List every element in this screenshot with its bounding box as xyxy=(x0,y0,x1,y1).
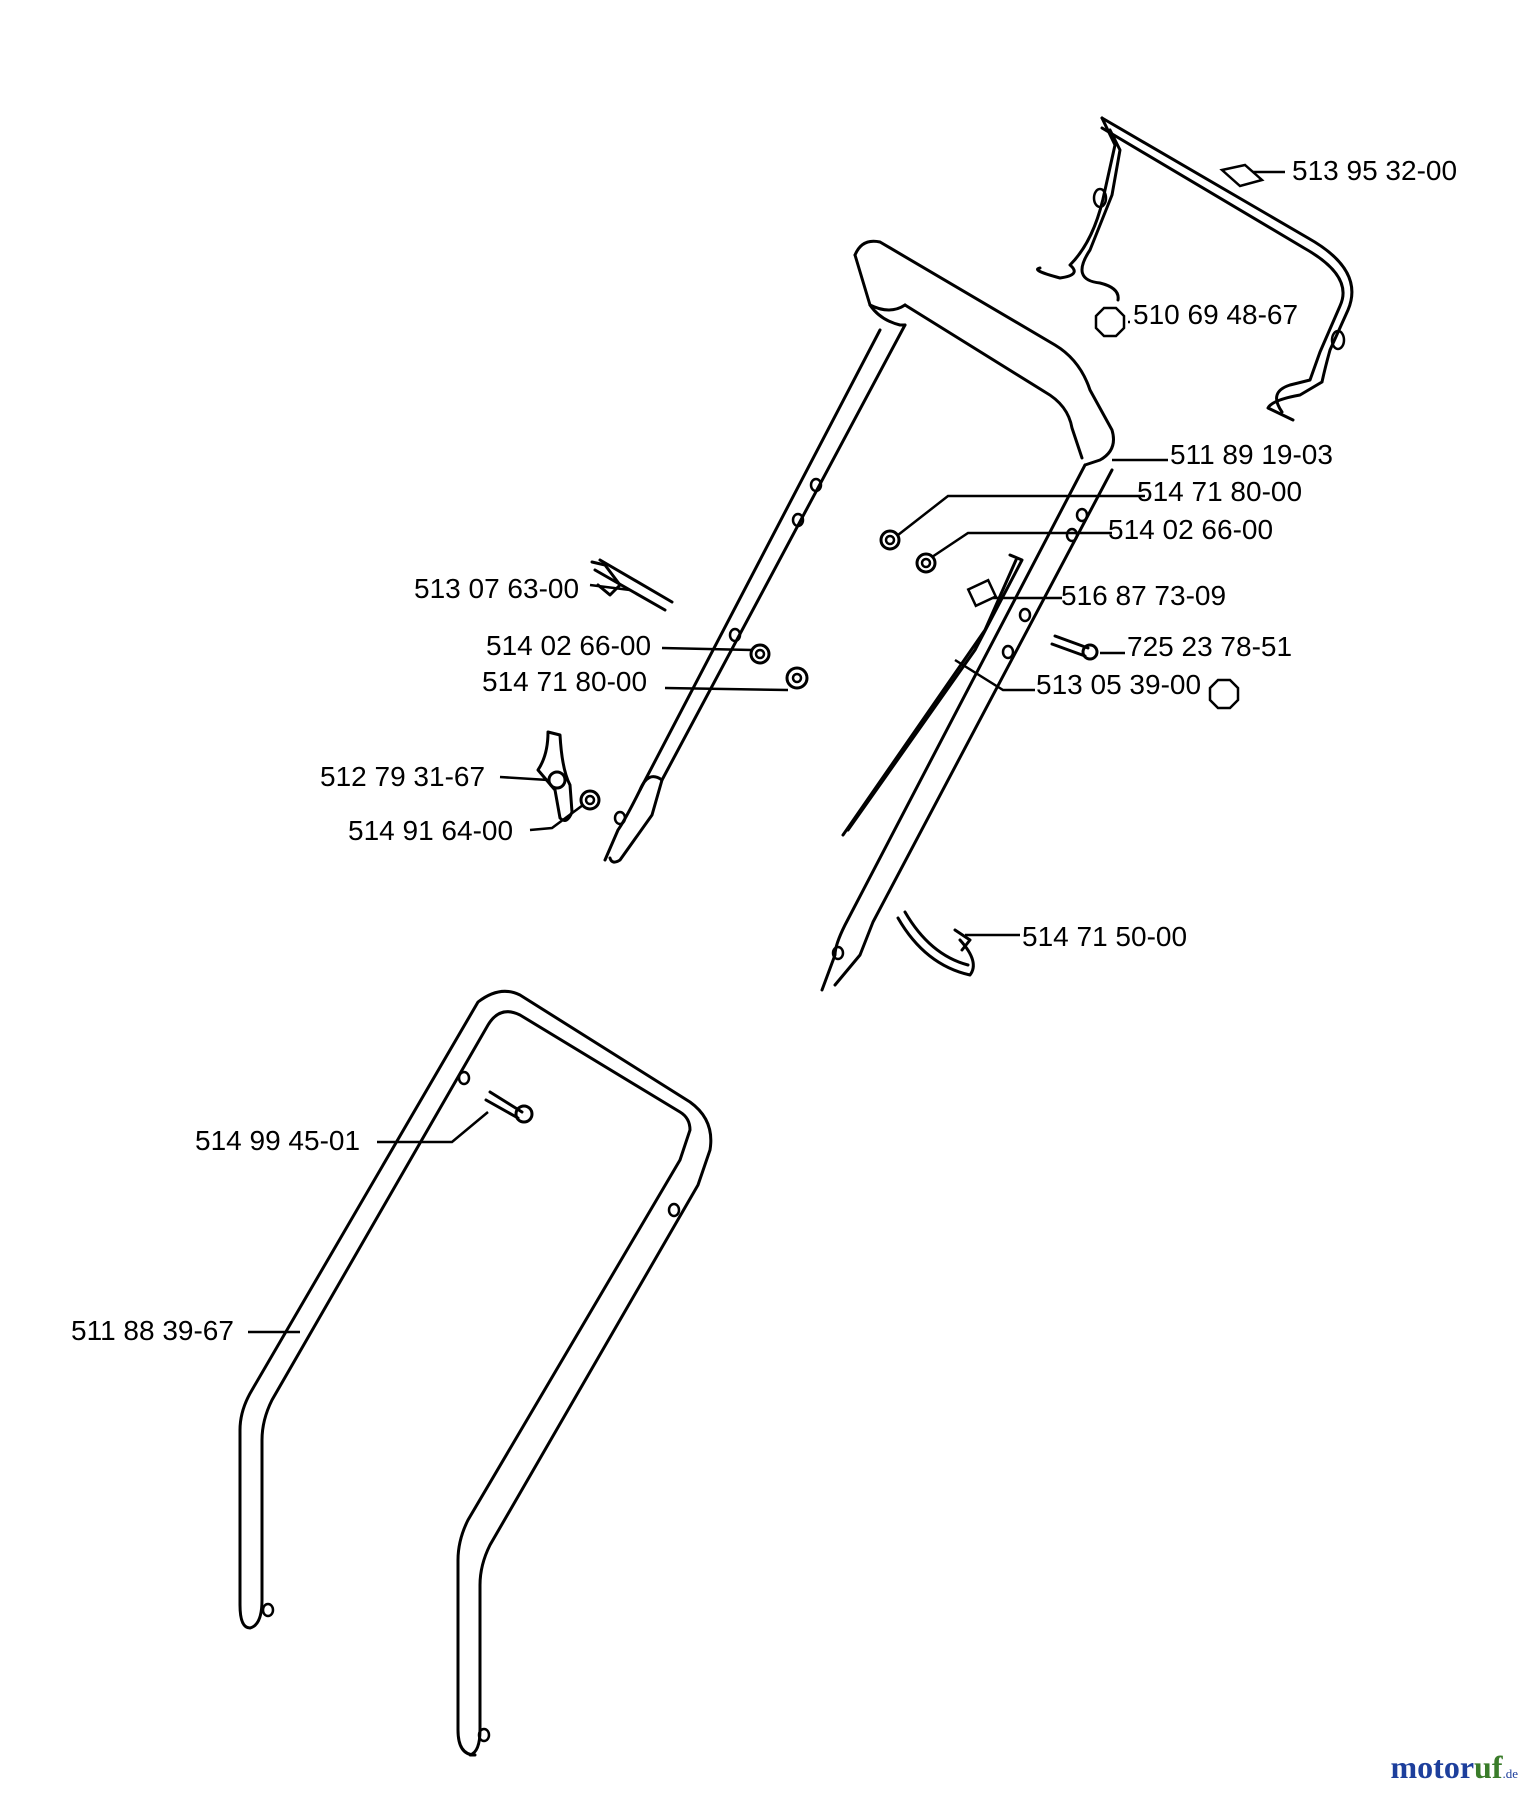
part-label: 514 02 66-00 xyxy=(1108,514,1273,545)
cable-clip xyxy=(896,910,975,977)
part-label: 513 05 39-00 xyxy=(1036,669,1201,700)
part-label: 514 02 66-00 xyxy=(486,630,651,661)
part-label: 514 71 80-00 xyxy=(482,666,647,697)
part-label: 512 79 31-67 xyxy=(320,761,485,792)
part-label: 514 71 50-00 xyxy=(1022,921,1187,952)
lower-handle xyxy=(238,989,713,1757)
stop-nut-icon-2 xyxy=(1208,678,1240,710)
part-label: 510 69 48-67 xyxy=(1133,299,1298,330)
hex-bolt xyxy=(1050,634,1099,661)
part-label: 516 87 73-09 xyxy=(1061,580,1226,611)
logo-accent: uf xyxy=(1474,1749,1503,1785)
motoruf-logo: motoruf.de xyxy=(1391,1749,1519,1786)
washer-icon-3 xyxy=(579,789,601,811)
washer-icon-1 xyxy=(915,552,937,574)
upper-handle xyxy=(603,239,1115,992)
part-label: 511 88 39-67 xyxy=(71,1315,234,1346)
plate-part xyxy=(1219,163,1265,188)
logo-main: motor xyxy=(1390,1749,1475,1785)
leader-lines xyxy=(248,170,1285,1334)
part-label: 513 07 63-00 xyxy=(414,573,579,604)
carriage-bolt xyxy=(590,558,674,612)
part-labels: 513 95 32-00 510 69 48-67 511 89 19-03 5… xyxy=(71,155,1457,1346)
wing-knob xyxy=(536,730,574,822)
part-label: 514 91 64-00 xyxy=(348,815,513,846)
logo-tld: .de xyxy=(1502,1766,1518,1781)
control-cable xyxy=(841,553,1024,837)
handle-bolt xyxy=(484,1090,534,1124)
stop-nut-icon xyxy=(1094,306,1126,338)
part-label: 513 95 32-00 xyxy=(1292,155,1457,186)
part-label: 511 89 19-03 xyxy=(1170,439,1333,470)
stop-control-bar xyxy=(1036,116,1354,422)
nut-icon-1 xyxy=(879,529,901,551)
part-label: 514 71 80-00 xyxy=(1137,476,1302,507)
washer-icon-2 xyxy=(749,643,771,665)
part-label: 514 99 45-01 xyxy=(195,1125,360,1156)
part-label: 725 23 78-51 xyxy=(1127,631,1292,662)
nut-icon-2 xyxy=(785,666,809,690)
